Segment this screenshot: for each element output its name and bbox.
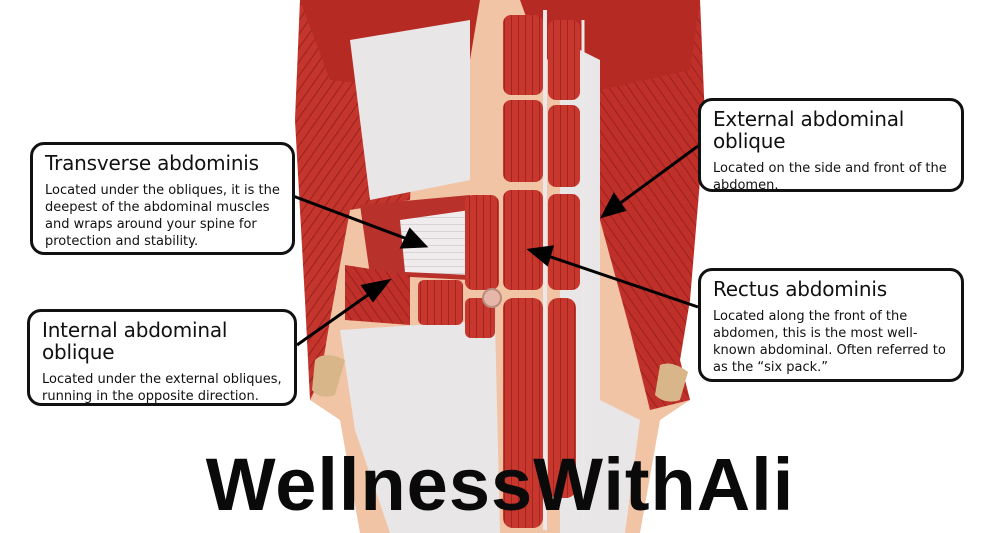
callout-external-oblique: External abdominal oblique Located on th…: [698, 98, 964, 193]
hip-bone-left: [312, 355, 345, 397]
hip-bone-right: [655, 363, 688, 402]
watermark-text: WellnessWithAli: [205, 443, 795, 526]
callout-title: Internal abdominal oblique: [42, 318, 228, 364]
fascia-lower: [340, 320, 500, 533]
right-flank-muscle: [580, 0, 705, 410]
fascia-left: [350, 20, 470, 200]
callout-body: Located along the front of the abdomen, …: [713, 309, 946, 375]
transverse-fascia: [400, 210, 470, 275]
callout-body: Located on the side and front of the abd…: [713, 161, 947, 193]
callout-body: Located under the obliques, it is the de…: [45, 183, 280, 249]
callout-title: Transverse abdominis: [45, 151, 259, 175]
pointer-arrows: [292, 144, 699, 347]
navel: [482, 288, 502, 308]
callout-body: Located under the external obliques, run…: [42, 372, 282, 404]
callout-title: Rectus abdominis: [713, 277, 887, 301]
rectus-abdominis: [418, 15, 580, 528]
callout-rectus-abdominis: Rectus abdominis Located along the front…: [698, 268, 964, 382]
callout-transverse-abdominis: Transverse abdominis Located under the o…: [30, 142, 295, 255]
callout-internal-oblique: Internal abdominal oblique Located under…: [27, 309, 297, 406]
callout-title: External abdominal oblique: [713, 107, 905, 153]
